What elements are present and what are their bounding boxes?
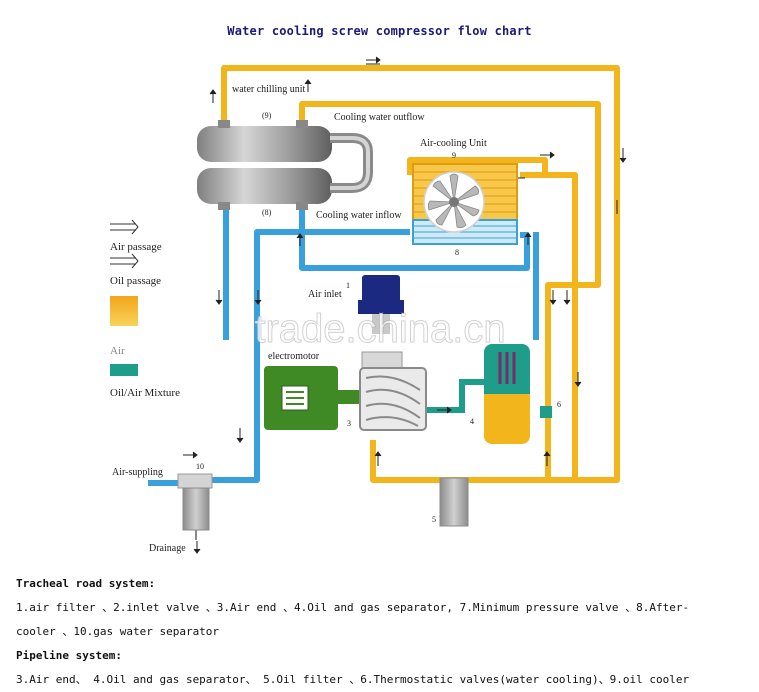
legend-air: Air: [110, 345, 125, 357]
label-air-supplying: Air-suppling: [112, 467, 163, 478]
label-aftercooler-num: 8: [455, 248, 459, 257]
pipeline-header: Pipeline system:: [16, 649, 122, 662]
label-gws-num: 10: [196, 462, 204, 471]
gas-water-separator: [177, 473, 213, 540]
legend-air-passage: Air passage: [110, 241, 162, 253]
watermark: trade.china.cn: [254, 307, 505, 351]
oil-gas-separator: [484, 344, 552, 444]
water-chilling-unit: [197, 120, 373, 210]
label-water-chilling-unit: water chilling unit: [232, 84, 306, 95]
label-separator-num: 4: [470, 417, 474, 426]
air-end: [359, 351, 427, 431]
mixture-pipe: [425, 379, 485, 413]
tracheal-line-2: cooler 、10.gas water separator: [16, 625, 220, 638]
oil-pipe-outer-loop: [221, 65, 620, 483]
oil-pipes: [221, 65, 620, 483]
label-electromotor: electromotor: [268, 351, 320, 362]
chiller-tank-upper: [197, 126, 332, 162]
oil-pipe-inner-loop: [299, 101, 601, 480]
notes: Tracheal road system: 1.air filter 、2.in…: [16, 572, 751, 692]
electromotor: [264, 366, 362, 430]
label-air-inlet-num: 1: [346, 281, 350, 290]
flow-arrows: [183, 56, 627, 554]
legend-swatch-mixture: [110, 364, 138, 376]
tracheal-line-1: 1.air filter 、2.inlet valve 、3.Air end 、…: [16, 601, 690, 614]
label-cooling-water-outflow: Cooling water outflow: [334, 112, 425, 123]
legend-swatch-oil: [110, 296, 138, 326]
air-inlet-filter: [358, 275, 404, 334]
oil-filter: [439, 477, 469, 527]
thermostatic-valve: [540, 406, 552, 418]
tracheal-header: Tracheal road system:: [16, 577, 156, 590]
chiller-return-bend: [330, 133, 373, 193]
label-valve-num: 6: [557, 400, 561, 409]
pipeline-line-1: 3.Air end、 4.Oil and gas separator、 5.Oi…: [16, 673, 690, 686]
diagram-title: Water cooling screw compressor flow char…: [227, 24, 532, 38]
label-air-end-num: 3: [347, 419, 351, 428]
label-air-cooling-unit: Air-cooling Unit: [420, 138, 487, 149]
label-oil-filter-num: 5: [432, 515, 436, 524]
legend-oil-air-mixture: Oil/Air Mixture: [110, 387, 180, 399]
water-pipe-aftercooler-out: [203, 229, 410, 483]
label-air-inlet: Air inlet: [308, 289, 342, 300]
air-cooling-unit: [412, 163, 518, 245]
flow-diagram: Air passage Oil passage Air Oil/Air Mixt…: [110, 56, 627, 554]
label-cooling-water-inflow: Cooling water inflow: [316, 210, 402, 221]
legend: Air passage Oil passage Air Oil/Air Mixt…: [110, 219, 180, 399]
label-num-8-lower: (8): [262, 208, 272, 217]
label-air-cooling-num: 9: [452, 151, 456, 160]
oil-pipe-cooler-loop: [520, 172, 578, 480]
label-drainage: Drainage: [149, 543, 186, 554]
water-pipes: [148, 195, 539, 486]
label-num-9-upper: (9): [262, 111, 272, 120]
oil-pipe-cooler-top: [407, 157, 548, 175]
legend-oil-passage: Oil passage: [110, 275, 161, 287]
diagram-labels: water chilling unit (9) (8) Cooling wate…: [112, 84, 561, 554]
water-pipe-inflow: [299, 195, 530, 271]
chiller-tank-lower: [197, 168, 332, 204]
